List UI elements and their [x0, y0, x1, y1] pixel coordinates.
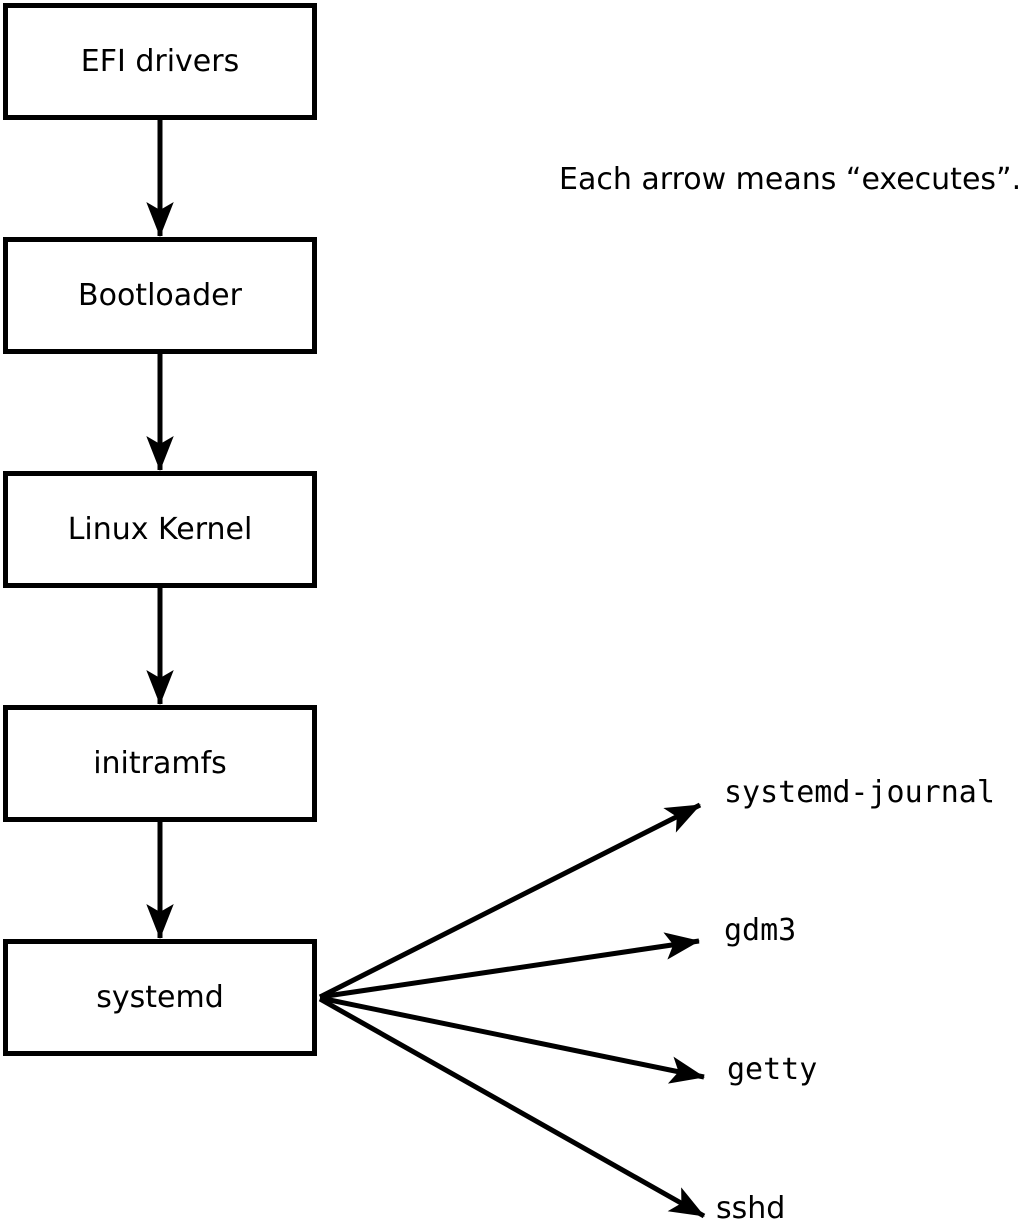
- box-initramfs-label: initramfs: [93, 745, 227, 781]
- label-sshd: sshd: [716, 1191, 786, 1226]
- box-linux-kernel-label: Linux Kernel: [67, 511, 253, 547]
- box-systemd: systemd: [3, 939, 317, 1056]
- annotation-arrow-meaning: Each arrow means “executes”.: [559, 162, 1022, 197]
- arrow-systemd-to-sshd: [318, 996, 706, 1219]
- arrow-systemd-to-journal: [318, 802, 702, 1000]
- label-getty: getty: [727, 1052, 818, 1087]
- label-systemd-journal: systemd-journal: [724, 775, 995, 810]
- box-linux-kernel: Linux Kernel: [3, 471, 317, 588]
- box-efi-drivers-label: EFI drivers: [80, 43, 240, 79]
- arrow-systemd-to-getty: [319, 995, 705, 1084]
- box-initramfs: initramfs: [3, 705, 317, 822]
- box-bootloader-label: Bootloader: [78, 277, 242, 313]
- box-systemd-label: systemd: [96, 979, 224, 1015]
- box-efi-drivers: EFI drivers: [3, 3, 317, 120]
- box-bootloader: Bootloader: [3, 237, 317, 354]
- arrow-systemd-to-gdm3: [319, 932, 700, 1000]
- label-gdm3: gdm3: [724, 913, 797, 948]
